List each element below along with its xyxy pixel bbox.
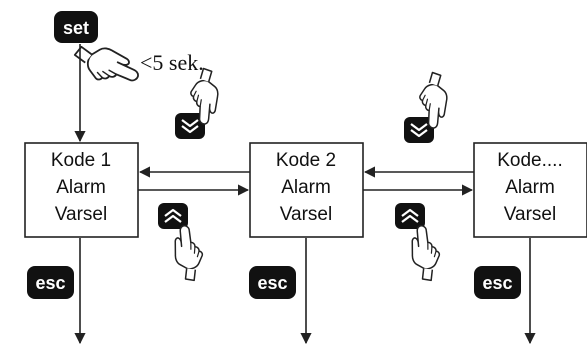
down-key[interactable]: [404, 117, 434, 143]
state-box-kode-more: Kode.... Alarm Varsel: [473, 142, 587, 238]
hand-press-icon: [156, 223, 219, 285]
state-label-line3: Varsel: [280, 204, 332, 225]
double-chevron-up-icon: [401, 208, 419, 223]
double-chevron-down-icon: [410, 123, 428, 138]
set-key[interactable]: set: [54, 11, 98, 43]
up-key[interactable]: [158, 203, 188, 229]
hand-press-icon: [393, 223, 456, 285]
esc-key[interactable]: esc: [249, 266, 296, 299]
state-label-line1: Kode....: [497, 150, 563, 171]
state-label-line1: Kode 2: [276, 150, 336, 171]
timing-note: <5 sek.: [140, 50, 204, 75]
esc-key[interactable]: esc: [474, 266, 521, 299]
state-label-line1: Kode 1: [51, 150, 111, 171]
up-key[interactable]: [395, 203, 425, 229]
esc-key[interactable]: esc: [27, 266, 74, 299]
state-box-kode2: Kode 2 Alarm Varsel: [249, 142, 364, 238]
state-label-line3: Varsel: [504, 204, 556, 225]
set-key-label: set: [63, 18, 89, 38]
double-chevron-up-icon: [164, 208, 182, 223]
state-label-line2: Alarm: [505, 177, 555, 198]
state-label-line3: Varsel: [55, 204, 107, 225]
double-chevron-down-icon: [181, 119, 199, 134]
esc-key-label: esc: [482, 273, 512, 293]
state-label-line2: Alarm: [281, 177, 331, 198]
esc-key-label: esc: [257, 273, 287, 293]
state-label-line2: Alarm: [56, 177, 106, 198]
down-key[interactable]: [175, 113, 205, 139]
state-box-kode1: Kode 1 Alarm Varsel: [24, 142, 139, 238]
esc-key-label: esc: [35, 273, 65, 293]
